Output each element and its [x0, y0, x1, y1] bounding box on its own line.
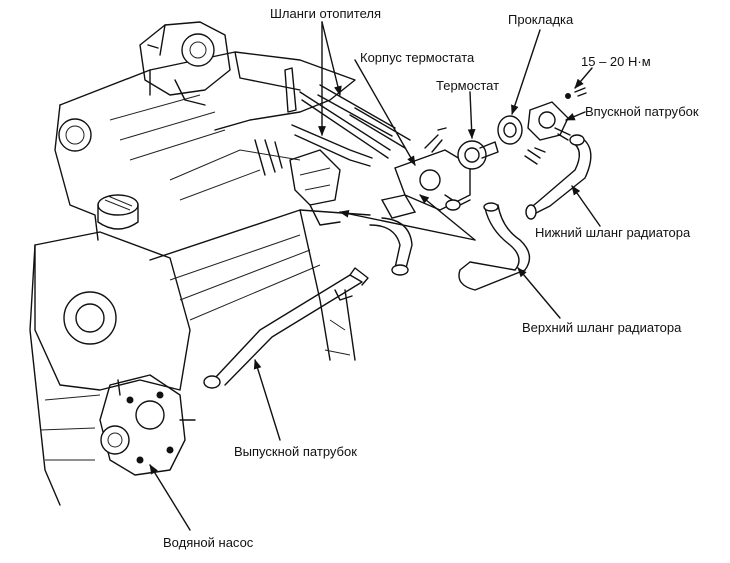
label-thermostat: Термостат	[436, 78, 500, 93]
label-thermostat-housing: Корпус термостата	[360, 50, 475, 65]
label-inlet-pipe: Впускной патрубок	[585, 104, 699, 119]
engine-block	[29, 21, 371, 506]
label-upper-radiator-hose: Верхний шланг радиатора	[522, 320, 682, 335]
heater-hoses	[284, 67, 411, 167]
connector-hose	[369, 217, 413, 276]
label-lower-radiator-hose: Нижний шланг радиатора	[535, 225, 691, 240]
label-outlet-pipe: Выпускной патрубок	[234, 444, 357, 459]
water-pump-body	[99, 374, 196, 476]
lower-radiator-hose	[525, 134, 592, 220]
inlet-pipe-part	[527, 87, 587, 141]
upper-radiator-hose	[458, 202, 531, 291]
label-heater-hoses: Шланги отопителя	[270, 6, 382, 21]
gasket-ring	[497, 115, 523, 145]
label-water-pump: Водяной насос	[163, 535, 254, 550]
outlet-pipe	[203, 267, 369, 389]
label-torque: 15 – 20 Н·м	[581, 54, 651, 69]
label-gasket: Прокладка	[508, 12, 574, 27]
thermostat-part	[457, 140, 499, 170]
pointer-lines	[149, 21, 601, 531]
